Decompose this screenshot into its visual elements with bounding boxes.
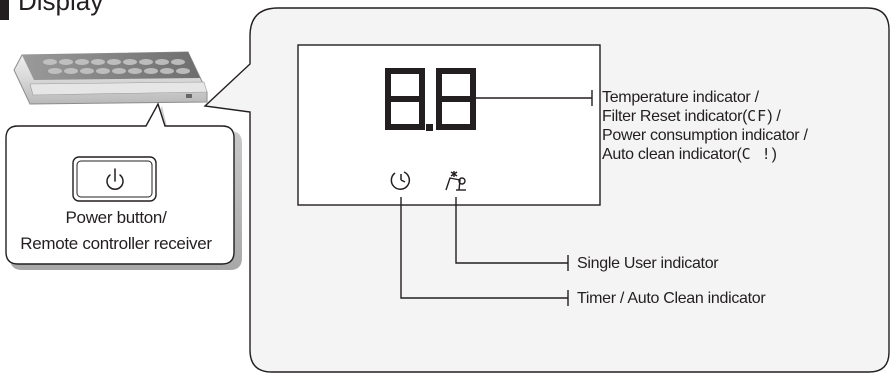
power-button-label: Power button/	[65, 208, 167, 227]
auto-clean-code: C !	[741, 145, 772, 163]
timer-indicator-label: Timer / Auto Clean indicator	[577, 290, 766, 307]
indoor-unit-illustration	[13, 51, 208, 105]
page-heading: Display	[18, 0, 104, 16]
temperature-indicator-label: Temperature indicator /	[602, 89, 759, 106]
single-user-icon	[445, 171, 466, 191]
single-user-indicator-label: Single User indicator	[577, 255, 719, 272]
filter-reset-code: CF	[747, 107, 768, 125]
heading-marker	[0, 0, 9, 20]
receiver-label: Remote controller receiver	[20, 234, 212, 253]
power-icon	[106, 168, 124, 190]
auto-clean-indicator-label: Auto clean indicator(C !)	[602, 145, 777, 163]
decimal-point	[426, 124, 433, 131]
power-consumption-indicator-label: Power consumption indicator /	[602, 127, 808, 144]
segment-readout-8-8	[385, 68, 476, 130]
timer-icon	[390, 171, 411, 190]
filter-reset-indicator-label: Filter Reset indicator(CF) /	[602, 107, 781, 125]
leader-lines	[400, 90, 593, 306]
